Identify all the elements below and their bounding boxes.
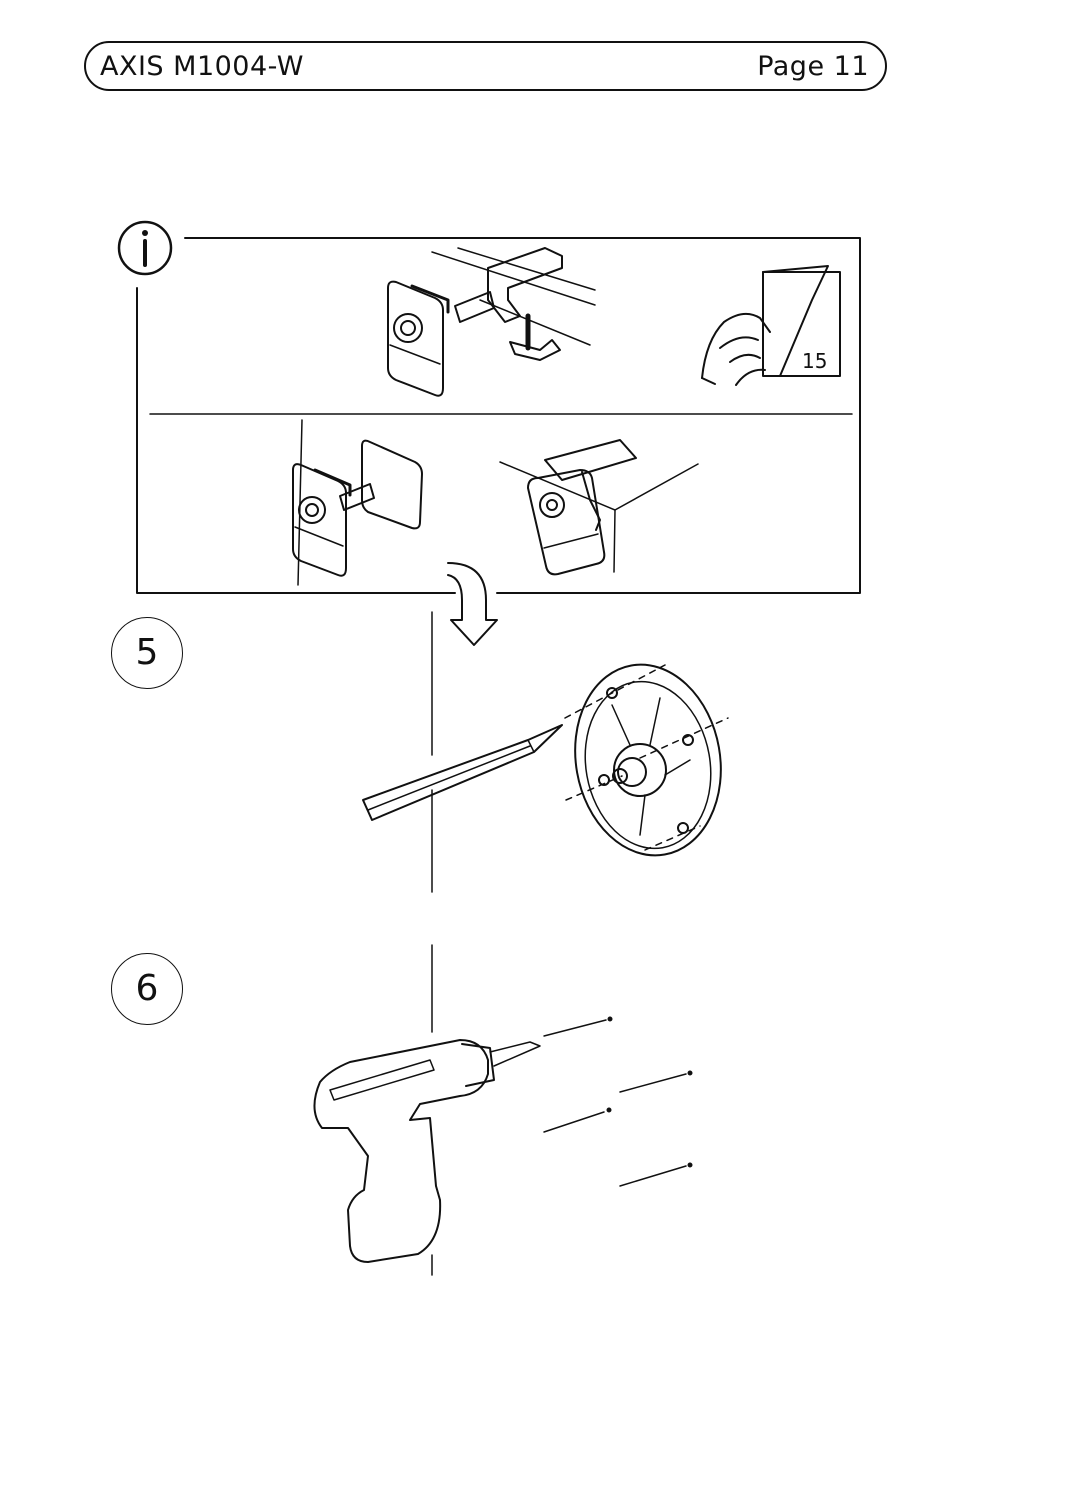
page-header: AXIS M1004-W Page 11 — [84, 41, 887, 91]
pencil-marking-illustration — [362, 663, 729, 857]
down-arrow-icon — [447, 562, 498, 646]
sticker-number: 15 — [802, 349, 827, 373]
info-panel — [136, 237, 861, 594]
page-number: Page 11 — [757, 51, 869, 82]
camera-ceiling-mount-illustration — [499, 439, 699, 576]
info-icon — [117, 220, 173, 276]
hand-peel-sticker-illustration: 15 — [701, 265, 841, 386]
camera-wall-stand-illustration — [292, 419, 423, 586]
manual-title: AXIS M1004-W — [100, 51, 305, 82]
camera-clamp-mount-illustration — [387, 247, 596, 397]
drill-illustration — [313, 1016, 693, 1263]
step-6-number: 6 — [111, 953, 183, 1025]
step-5-number: 5 — [111, 617, 183, 689]
